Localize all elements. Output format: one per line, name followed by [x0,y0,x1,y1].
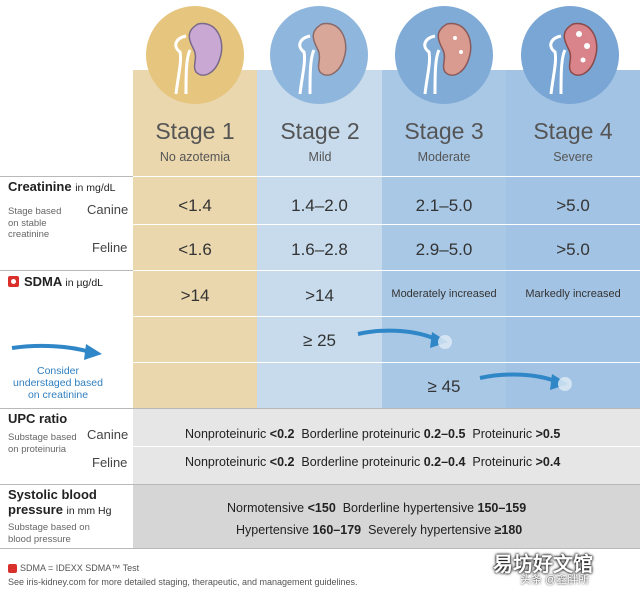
divider [0,176,133,177]
stage2-column [257,70,382,408]
stage3-title: Stage 3 [404,118,484,144]
creatinine-canine-stage1: <1.4 [178,196,212,215]
stage1-title: Stage 1 [155,118,235,144]
divider [133,316,640,317]
bp-subtext: Substage based on blood pressure [8,522,90,545]
footer-sdma-note: SDMA = IDEXX SDMA™ Test [20,563,140,573]
stage4-column [506,70,640,408]
sdma-heading: SDMA in µg/dL [24,274,103,289]
stage1-severity: No azotemia [159,150,231,164]
upc-subtext: Substage based on proteinuria [8,432,77,455]
bp-band [133,484,640,548]
creatinine-canine-stage3: 2.1–5.0 [415,196,473,215]
sdma-footnote-icon [8,564,17,573]
divider [0,270,133,271]
kidney-stage4-icon [521,6,619,104]
creatinine-canine-stage4: >5.0 [556,196,590,215]
creatinine-feline-stage4: >5.0 [556,240,590,259]
divider [0,408,640,409]
upc-canine-values: Nonproteinuric <0.2 Borderline proteinur… [185,427,561,441]
kidney-stage3-icon [395,6,493,104]
watermark-title: 易坊好文馆 [493,554,593,576]
stage1-column [133,70,257,408]
understaged-arrow-icon [11,343,102,360]
divider [0,484,640,485]
watermark-handle: 头条 @鑫胖所 [520,574,590,586]
stage3-column [382,70,506,408]
divider [133,270,640,271]
sdma-badge-icon [8,276,19,287]
sdma-stage2: >14 [305,286,334,305]
kidney-stage1-icon [146,6,244,104]
creatinine-feline-stage1: <1.6 [178,240,212,259]
stage4-title: Stage 4 [533,118,613,144]
bp-row1: Normotensive <150 Borderline hypertensiv… [227,501,527,515]
upc-feline-label: Feline [92,455,128,470]
upc-canine-label: Canine [87,427,129,442]
sdma-stage1: >14 [180,286,210,305]
creatinine-subtext: Stage based on stable creatinine [8,206,62,240]
sdma-ge45: ≥ 45 [427,377,461,396]
divider [133,362,640,363]
upc-heading: UPC ratio [8,411,68,426]
divider [133,176,640,177]
creatinine-canine-label: Canine [87,202,129,217]
stage2-to-3-arrow-icon [357,328,452,349]
divider [133,224,640,225]
upc-feline-values: Nonproteinuric <0.2 Borderline proteinur… [185,455,561,469]
understaged-note: Consider understaged based on creatinine [13,365,103,401]
stage4-severity: Severe [553,150,593,164]
stage3-to-4-arrow-icon [479,372,572,391]
creatinine-canine-stage2: 1.4–2.0 [291,196,348,215]
creatinine-feline-stage2: 1.6–2.8 [291,240,348,259]
divider [133,446,640,447]
sdma-stage3: Moderately increased [391,288,497,300]
divider [0,548,640,549]
stage3-severity: Moderate [417,150,471,164]
creatinine-heading: Creatinine in mg/dL [8,179,116,194]
creatinine-feline-label: Feline [92,240,128,255]
bp-row2: Hypertensive 160–179 Severely hypertensi… [236,523,523,537]
stage2-title: Stage 2 [280,118,360,144]
footer-guidelines: See iris-kidney.com for more detailed st… [8,577,358,587]
sdma-stage4: Markedly increased [525,288,621,300]
kidney-stage2-icon [270,6,368,104]
stage2-severity: Mild [308,150,332,164]
sdma-ge25: ≥ 25 [303,331,336,350]
creatinine-feline-stage3: 2.9–5.0 [415,240,473,259]
